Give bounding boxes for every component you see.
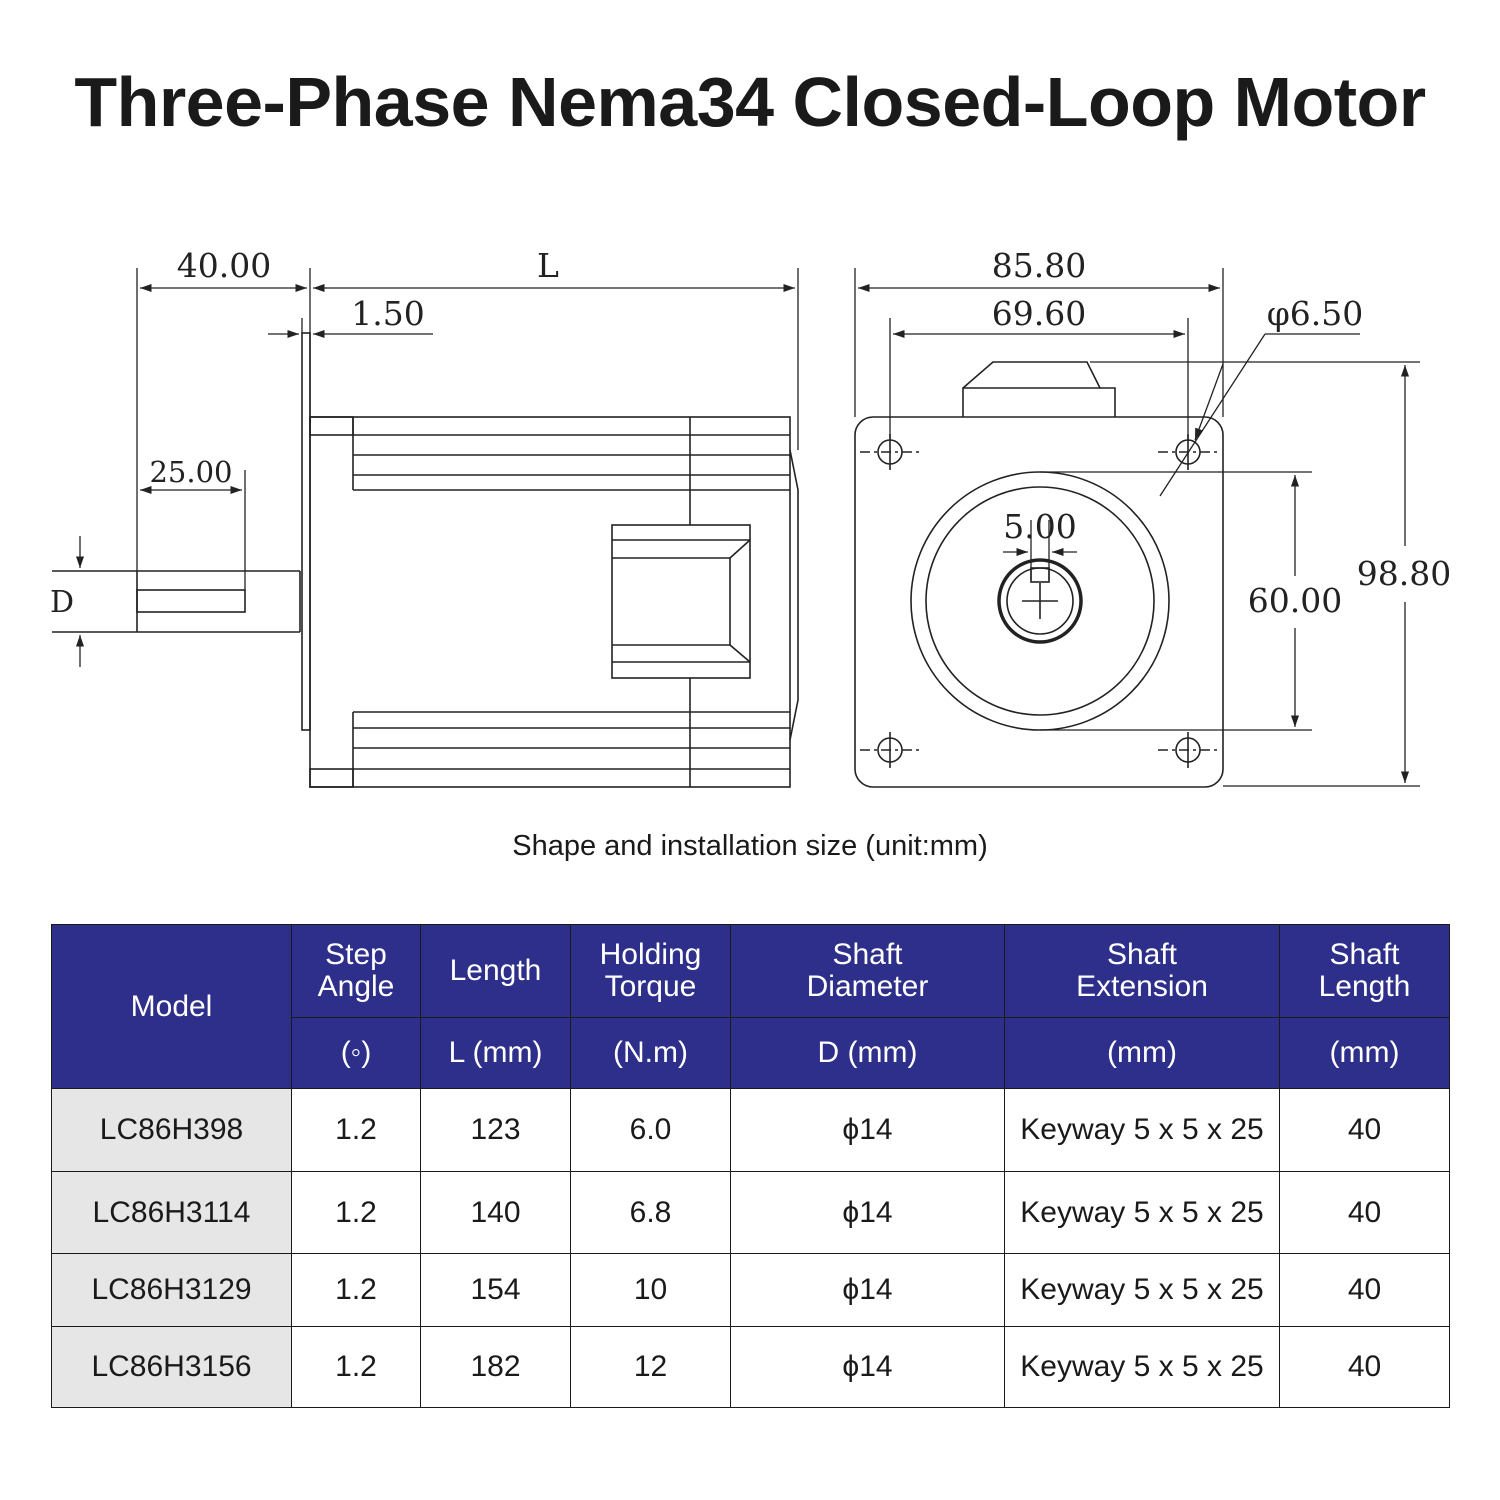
unit-holding-torque: (N.m) <box>570 1017 731 1089</box>
cell-shaft-length: 40 <box>1279 1326 1450 1408</box>
header-shaft-length-line1: Shaft <box>1329 938 1400 971</box>
cell-shaft-diameter: ϕ14 <box>730 1171 1005 1254</box>
cell-torque: 6.0 <box>570 1088 731 1172</box>
cell-step-angle: 1.2 <box>291 1326 421 1408</box>
cell-length: 140 <box>420 1171 571 1254</box>
cell-shaft-extension: Keyway 5 x 5 x 25 <box>1004 1171 1280 1254</box>
side-view-dimensions <box>75 268 799 667</box>
header-row-units: (◦) L (mm) (N.m) D (mm) (mm) (mm) <box>52 1017 1450 1089</box>
table-row: LC86H3156 1.2 182 12 ϕ14 Keyway 5 x 5 x … <box>51 1326 1450 1408</box>
encoder-connector <box>611 524 751 679</box>
cell-shaft-diameter: ϕ14 <box>730 1088 1005 1172</box>
header-step-angle-line1: Step <box>325 938 387 971</box>
cell-length: 123 <box>420 1088 571 1172</box>
dim-body-length-label: L <box>537 250 559 285</box>
cell-shaft-extension: Keyway 5 x 5 x 25 <box>1004 1326 1280 1408</box>
dim-hole-diameter-label: φ6.50 <box>1267 294 1364 333</box>
cell-shaft-length: 40 <box>1279 1088 1450 1172</box>
page-title: Three-Phase Nema34 Closed-Loop Motor <box>74 63 1426 141</box>
cell-length: 154 <box>420 1253 571 1327</box>
motor-shaft <box>52 570 301 633</box>
table-row: LC86H398 1.2 123 6.0 ϕ14 Keyway 5 x 5 x … <box>51 1088 1450 1172</box>
cell-shaft-extension: Keyway 5 x 5 x 25 <box>1004 1253 1280 1327</box>
unit-length: L (mm) <box>420 1017 571 1089</box>
header-shaft-extension: Shaft Extension <box>1004 924 1280 1018</box>
header-shaft-diameter-line1: Shaft <box>832 938 903 971</box>
pilot-inner <box>925 486 1155 716</box>
cell-model: LC86H398 <box>51 1088 292 1172</box>
cell-shaft-extension: Keyway 5 x 5 x 25 <box>1004 1088 1280 1172</box>
cell-step-angle: 1.2 <box>291 1088 421 1172</box>
side-view: 40.00 L 1.50 25.00 D <box>50 250 799 788</box>
dim-hole-spacing-label: 69.60 <box>992 294 1086 333</box>
header-model: Model <box>51 924 292 1089</box>
installation-drawing: 40.00 L 1.50 25.00 D <box>50 250 1451 788</box>
specification-table: Model Step Angle Length Holding Torque S… <box>51 924 1450 1408</box>
dim-total-height-label: 98.80 <box>1357 554 1451 593</box>
dim-shaft-length-label: 40.00 <box>177 250 271 285</box>
cell-torque: 10 <box>570 1253 731 1327</box>
cell-shaft-length: 40 <box>1279 1171 1450 1254</box>
header-length: Length <box>420 924 571 1018</box>
cell-model: LC86H3114 <box>51 1171 292 1254</box>
header-shaft-extension-line1: Shaft <box>1106 938 1178 971</box>
dim-flange-thickness-label: 1.50 <box>351 294 424 333</box>
unit-shaft-diameter: D (mm) <box>730 1017 1005 1089</box>
front-view: 85.80 69.60 φ6.50 5.00 60.00 98.80 <box>854 250 1451 788</box>
header-shaft-length: Shaft Length <box>1279 924 1450 1018</box>
header-shaft-extension-line2: Extension <box>1076 970 1208 1003</box>
header-row-titles: Model Step Angle Length Holding Torque S… <box>51 924 1450 1089</box>
header-step-angle: Step Angle <box>291 924 421 1018</box>
dim-shaft-diameter-label: D <box>50 585 74 620</box>
cell-model: LC86H3156 <box>51 1326 292 1408</box>
dim-pilot-diameter-label: 60.00 <box>1248 581 1342 620</box>
cell-length: 182 <box>420 1326 571 1408</box>
table-row: LC86H3114 1.2 140 6.8 ϕ14 Keyway 5 x 5 x… <box>51 1171 1450 1254</box>
dim-flange-width-label: 85.80 <box>992 250 1086 285</box>
connector-hump <box>962 361 1116 417</box>
unit-shaft-length: (mm) <box>1279 1017 1450 1089</box>
header-shaft-diameter: Shaft Diameter <box>730 924 1005 1018</box>
header-shaft-diameter-line2: Diameter <box>806 970 929 1003</box>
shaft-front <box>997 558 1083 644</box>
front-view-dimensions <box>854 268 1420 787</box>
header-holding-torque: Holding Torque <box>570 924 731 1018</box>
mounting-hole-bl <box>860 732 920 768</box>
flange-plate <box>301 332 311 731</box>
drawing-caption: Shape and installation size (unit:mm) <box>512 830 988 862</box>
cell-shaft-length: 40 <box>1279 1253 1450 1327</box>
motor-body <box>309 416 799 788</box>
unit-step-angle: (◦) <box>291 1017 421 1089</box>
cell-torque: 12 <box>570 1326 731 1408</box>
dim-key-length-label: 25.00 <box>149 455 232 489</box>
header-step-angle-line2: Angle <box>317 970 395 1003</box>
cell-shaft-diameter: ϕ14 <box>730 1326 1005 1408</box>
header-holding-torque-line2: Torque <box>604 970 697 1003</box>
unit-shaft-extension: (mm) <box>1004 1017 1280 1089</box>
flange-face <box>854 416 1224 788</box>
dim-key-width-label: 5.00 <box>1003 507 1076 546</box>
cell-step-angle: 1.2 <box>291 1253 421 1327</box>
table-row: LC86H3129 1.2 154 10 ϕ14 Keyway 5 x 5 x … <box>51 1253 1450 1327</box>
cell-torque: 6.8 <box>570 1171 731 1254</box>
cell-model: LC86H3129 <box>51 1253 292 1327</box>
header-holding-torque-line1: Holding <box>599 938 702 971</box>
cell-step-angle: 1.2 <box>291 1171 421 1254</box>
mounting-hole-br <box>1158 732 1218 768</box>
header-shaft-length-line2: Length <box>1318 970 1411 1003</box>
cell-shaft-diameter: ϕ14 <box>730 1253 1005 1327</box>
